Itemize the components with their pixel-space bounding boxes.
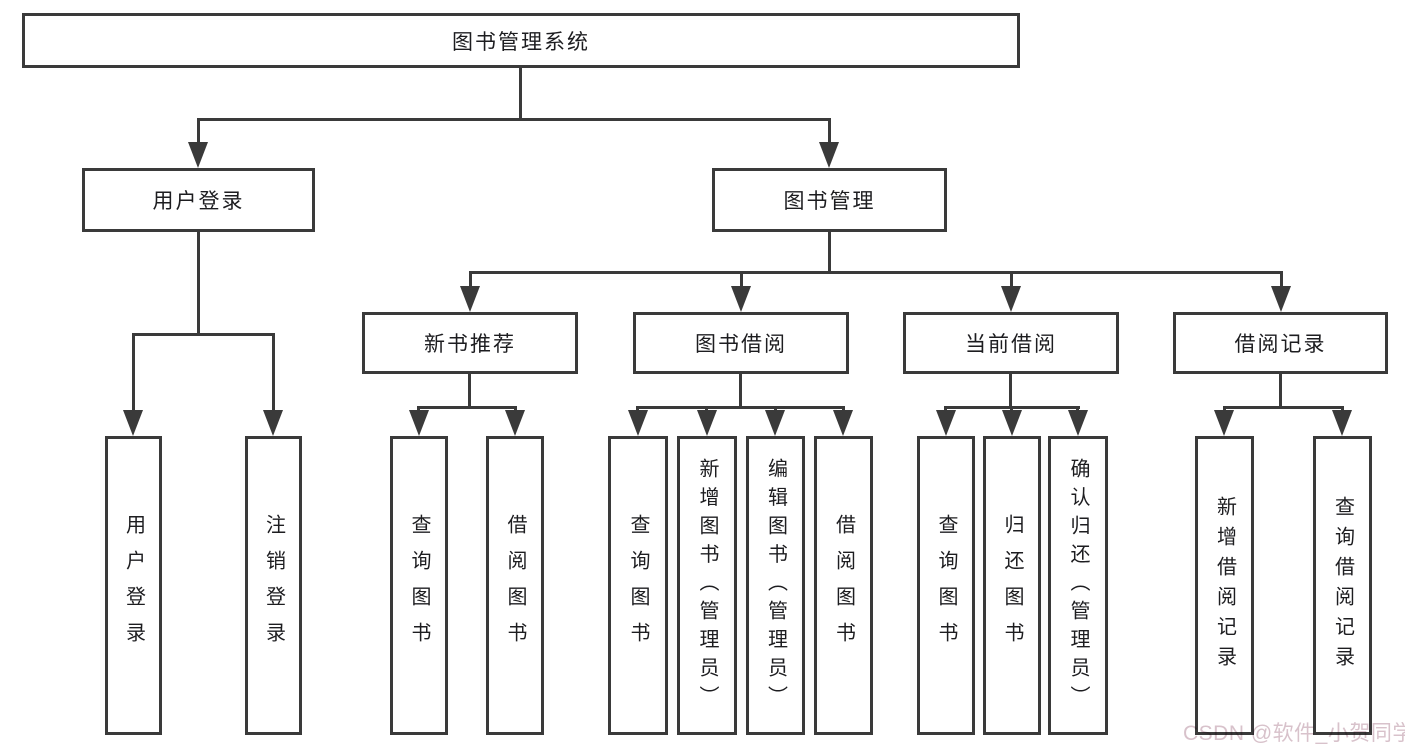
arrow-down-icon xyxy=(697,410,717,436)
arrow-down-icon xyxy=(1068,410,1088,436)
leaf-query-books-3: 查询图书 xyxy=(917,436,975,735)
connector-line xyxy=(1279,373,1282,407)
arrow-down-icon xyxy=(819,142,839,168)
connector-line xyxy=(132,333,275,336)
leaf-add-book-admin: 新增图书（管理员） xyxy=(677,436,737,735)
node-book-management: 图书管理 xyxy=(712,168,947,232)
node-label: 图书借阅 xyxy=(695,333,787,356)
arrow-down-icon xyxy=(1214,410,1234,436)
connector-line xyxy=(1009,373,1012,407)
arrow-down-icon xyxy=(833,410,853,436)
arrow-down-icon xyxy=(460,286,480,312)
node-label: 查询借阅记录 xyxy=(1331,495,1354,676)
arrow-down-icon xyxy=(1271,286,1291,312)
node-label: 归还图书 xyxy=(1001,513,1023,658)
leaf-query-books: 查询图书 xyxy=(390,436,448,735)
connector-line xyxy=(272,333,275,412)
connector-line xyxy=(197,232,200,336)
arrow-down-icon xyxy=(1332,410,1352,436)
leaf-logout: 注销登录 xyxy=(245,436,302,735)
node-label: 新增借阅记录 xyxy=(1213,495,1236,676)
arrow-down-icon xyxy=(123,410,143,436)
node-label: 借阅图书 xyxy=(832,513,855,658)
connector-line xyxy=(197,118,831,121)
connector-line xyxy=(636,406,845,409)
arrow-down-icon xyxy=(628,410,648,436)
connector-line xyxy=(828,232,831,273)
connector-line xyxy=(519,68,522,120)
arrow-down-icon xyxy=(936,410,956,436)
node-label: 查询图书 xyxy=(935,513,957,658)
node-label: 图书管理系统 xyxy=(452,30,590,54)
node-label: 确认归还（管理员） xyxy=(1067,457,1089,714)
node-label: 查询图书 xyxy=(408,513,430,658)
leaf-borrow-books: 借阅图书 xyxy=(486,436,544,735)
connector-line xyxy=(468,373,471,407)
connector-line xyxy=(132,333,135,412)
node-label: 用户登录 xyxy=(152,190,245,213)
node-label: 查询图书 xyxy=(627,513,649,658)
node-label: 借阅记录 xyxy=(1234,333,1327,356)
arrow-down-icon xyxy=(409,410,429,436)
node-label: 用户登录 xyxy=(122,513,145,658)
leaf-return-books: 归还图书 xyxy=(983,436,1041,735)
connector-line xyxy=(828,118,831,144)
arrow-down-icon xyxy=(765,410,785,436)
connector-line xyxy=(469,271,1282,274)
connector-line xyxy=(740,271,743,288)
node-library-system: 图书管理系统 xyxy=(22,13,1020,68)
arrow-down-icon xyxy=(188,142,208,168)
node-label: 借阅图书 xyxy=(504,513,526,658)
connector-line xyxy=(1010,271,1013,288)
node-label: 新书推荐 xyxy=(424,333,516,356)
connector-line xyxy=(469,271,472,288)
node-book-borrowing: 图书借阅 xyxy=(633,312,849,374)
node-current-borrowing: 当前借阅 xyxy=(903,312,1119,374)
connector-line xyxy=(417,406,517,409)
node-label: 当前借阅 xyxy=(965,333,1057,356)
arrow-down-icon xyxy=(505,410,525,436)
leaf-edit-book-admin: 编辑图书（管理员） xyxy=(746,436,805,735)
connector-line xyxy=(1280,271,1283,288)
leaf-query-borrow-record: 查询借阅记录 xyxy=(1313,436,1372,735)
leaf-borrow-books-2: 借阅图书 xyxy=(814,436,873,735)
leaf-user-login: 用户登录 xyxy=(105,436,162,735)
node-label: 新增图书（管理员） xyxy=(696,457,718,714)
leaf-query-books-2: 查询图书 xyxy=(608,436,668,735)
connector-line xyxy=(197,118,200,144)
node-new-book-recommendation: 新书推荐 xyxy=(362,312,578,374)
arrow-down-icon xyxy=(731,286,751,312)
node-label: 编辑图书（管理员） xyxy=(764,457,787,714)
leaf-confirm-return-admin: 确认归还（管理员） xyxy=(1048,436,1108,735)
arrow-down-icon xyxy=(263,410,283,436)
arrow-down-icon xyxy=(1002,410,1022,436)
node-user-login: 用户登录 xyxy=(82,168,315,232)
node-borrowing-records: 借阅记录 xyxy=(1173,312,1388,374)
node-label: 图书管理 xyxy=(783,190,876,213)
arrow-down-icon xyxy=(1001,286,1021,312)
node-label: 注销登录 xyxy=(262,513,285,658)
csdn-watermark: CSDN @软件_小贺同学 xyxy=(1183,722,1405,745)
leaf-add-borrow-record: 新增借阅记录 xyxy=(1195,436,1254,735)
connector-line xyxy=(739,373,742,407)
connector-line xyxy=(1223,406,1344,409)
